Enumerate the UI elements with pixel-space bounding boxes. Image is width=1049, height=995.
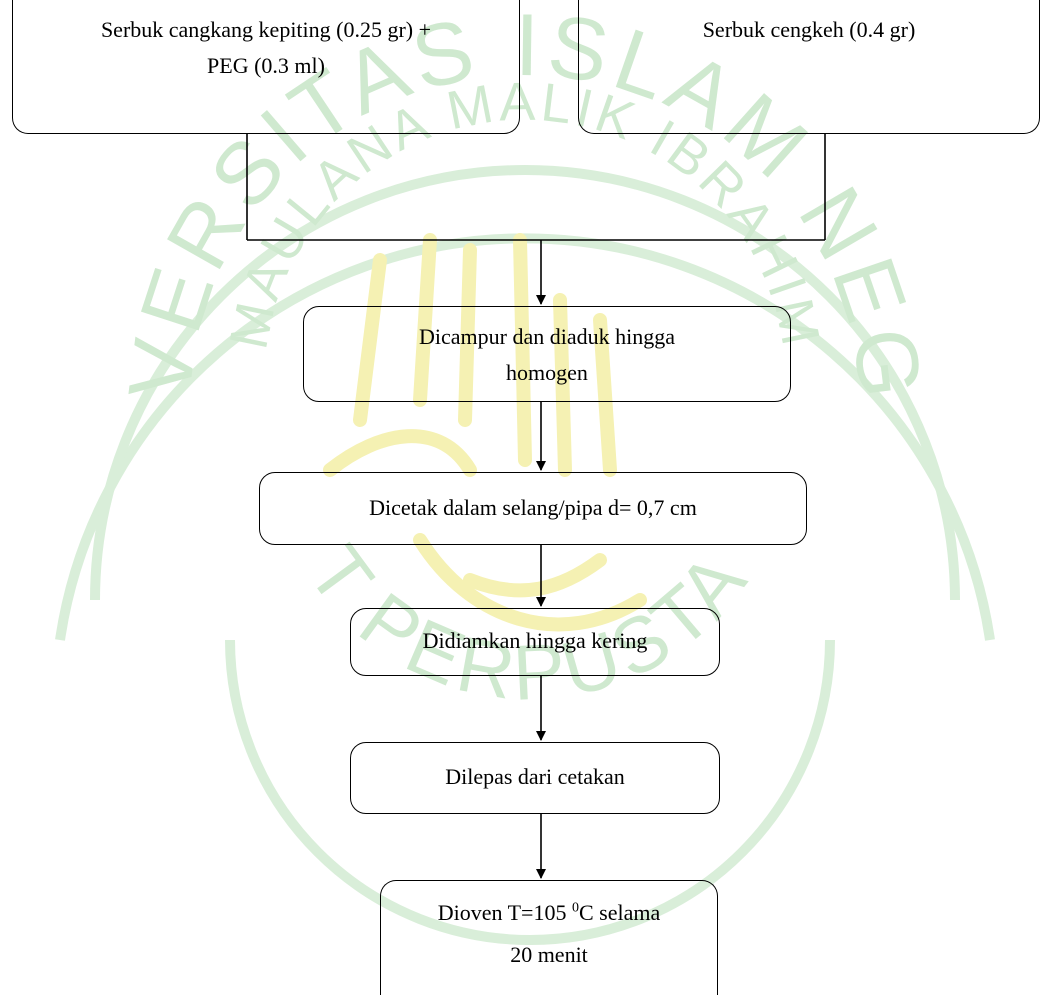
step-mold-line1: Dicetak dalam selang/pipa d= 0,7 cm — [369, 495, 697, 520]
step-mold-box: Dicetak dalam selang/pipa d= 0,7 cm — [259, 472, 807, 545]
step-oven-degree: 0 — [571, 900, 579, 916]
step-release-line1: Dilepas dari cetakan — [445, 764, 625, 789]
step-dry-line1: Didiamkan hingga kering — [422, 628, 648, 653]
input-crab-shell-line1: Serbuk cangkang kepiting (0.25 gr) + — [100, 17, 432, 42]
step-oven-prefix: Dioven T=105 — [437, 900, 572, 925]
watermark-logo — [323, 233, 647, 632]
step-oven-suffix: C selama — [578, 900, 661, 925]
step-mix-line2: homogen — [506, 360, 588, 385]
input-clove-line1: Serbuk cengkeh (0.4 gr) — [702, 17, 916, 42]
input-clove-box: Serbuk cengkeh (0.4 gr) — [578, 0, 1040, 134]
step-oven-line2: 20 menit — [510, 942, 588, 967]
step-release-box: Dilepas dari cetakan — [350, 742, 720, 814]
input-crab-shell-line2: PEG (0.3 ml) — [207, 53, 325, 78]
step-oven-line1: Dioven T=105 0C selama — [381, 895, 717, 931]
step-dry-box: Didiamkan hingga kering — [350, 608, 720, 676]
step-mix-box: Dicampur dan diaduk hingga homogen — [303, 306, 791, 402]
step-oven-box: Dioven T=105 0C selama 20 menit — [380, 880, 718, 995]
step-mix-line1: Dicampur dan diaduk hingga — [419, 324, 675, 349]
input-crab-shell-box: Serbuk cangkang kepiting (0.25 gr) + PEG… — [12, 0, 520, 134]
